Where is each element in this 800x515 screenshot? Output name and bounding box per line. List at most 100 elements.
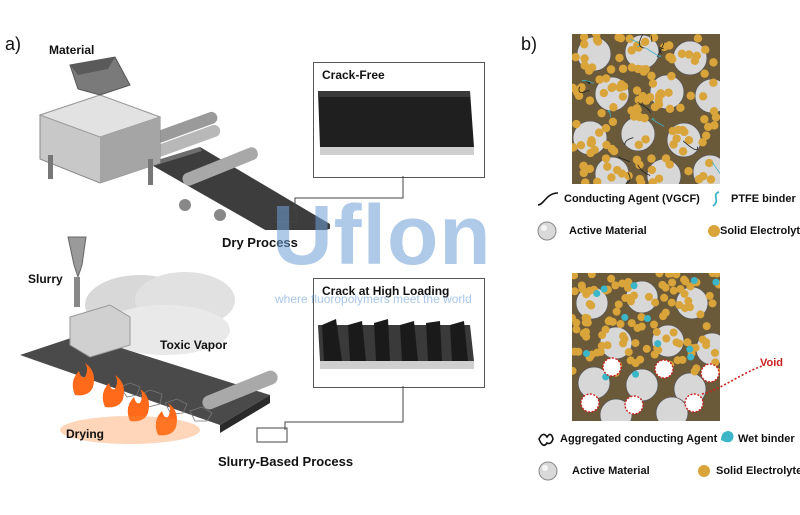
- electrolyte-particle: [648, 178, 657, 184]
- electrolyte-particle: [585, 300, 594, 309]
- electrolyte-particle: [669, 286, 678, 295]
- legend-solid-electrolyte-bottom: Solid Electrolyte: [716, 465, 800, 477]
- void-region: [624, 395, 644, 415]
- electrolyte-particle: [702, 322, 711, 331]
- electrolyte-particle: [705, 291, 714, 300]
- electrolyte-particle: [654, 174, 664, 183]
- electrolyte-particle: [635, 112, 644, 122]
- wet-binder-blob: [600, 285, 608, 293]
- electrolyte-particle: [709, 106, 719, 116]
- electrolyte-particle: [601, 123, 611, 133]
- electrolyte-particle: [627, 319, 636, 328]
- electrolyte-particle: [586, 148, 595, 158]
- toxic-vapor-label: Toxic Vapor: [160, 338, 228, 352]
- electrolyte-particle: [624, 171, 633, 181]
- electrolyte-particle: [684, 50, 694, 59]
- legend-ptfe-binder: PTFE binder: [731, 193, 796, 205]
- electrolyte-particle: [676, 103, 685, 113]
- electrolyte-particle: [656, 89, 665, 98]
- electrolyte-particle: [609, 103, 618, 112]
- legend-wet-binder: Wet binder: [738, 433, 795, 445]
- electrolyte-particle: [612, 307, 621, 316]
- electrolyte-particle: [614, 300, 623, 309]
- electrolyte-particle: [595, 128, 604, 137]
- electrolyte-particle: [572, 52, 580, 62]
- electrolyte-particle: [585, 164, 595, 174]
- electrolyte-particle: [587, 136, 596, 145]
- crack-free-inset: Crack-Free: [313, 62, 485, 178]
- electrolyte-particle: [634, 140, 644, 150]
- electrolyte-particle: [631, 339, 640, 348]
- electrolyte-particle: [616, 34, 626, 43]
- wet-microstructure-image: [572, 273, 720, 421]
- electrolyte-particle: [667, 71, 676, 81]
- electrolyte-particle: [601, 74, 611, 83]
- electrolyte-particle: [660, 42, 669, 52]
- electrolyte-particle: [617, 80, 626, 89]
- electrolyte-particle: [608, 82, 618, 92]
- electrolyte-particle: [673, 125, 683, 135]
- fiber-strand: [626, 172, 631, 184]
- electrolyte-particle: [579, 161, 588, 171]
- slurry-roller: [202, 370, 278, 410]
- electrolyte-particle: [572, 318, 581, 327]
- electrolyte-particle: [684, 167, 693, 176]
- electrolyte-particle: [650, 350, 659, 359]
- electrolyte-particle: [709, 78, 718, 87]
- wet-binder-blob: [643, 314, 651, 322]
- electrolyte-particle: [618, 64, 628, 73]
- electrolyte-particle: [708, 299, 717, 308]
- electrolyte-particle: [572, 287, 579, 296]
- electrolyte-particle: [701, 131, 711, 140]
- fiber-strand: [637, 164, 651, 176]
- electrolyte-particle: [608, 117, 618, 127]
- fiber-strand: [711, 161, 720, 175]
- solid-electrolyte-icon: [708, 225, 720, 237]
- electrolyte-particle: [667, 55, 677, 64]
- dry-electrode-sheet: [148, 147, 330, 230]
- electrolyte-particle: [577, 281, 586, 290]
- void-region: [602, 357, 622, 377]
- electrolyte-particle: [572, 119, 581, 129]
- electrolyte-particle: [651, 298, 660, 307]
- electrolyte-particle: [681, 304, 690, 313]
- slurry-coater-box: [69, 304, 131, 358]
- electrolyte-particle: [662, 334, 671, 343]
- fiber-strand: [645, 47, 662, 57]
- electrolyte-particle: [626, 296, 635, 305]
- solid-electrolyte-icon-bottom: [698, 465, 710, 477]
- void-region: [700, 363, 720, 383]
- electrolyte-particle: [580, 40, 589, 49]
- electrolyte-particle: [580, 54, 589, 63]
- electrolyte-particle: [580, 61, 589, 70]
- electrolyte-particle: [684, 135, 694, 145]
- electrolyte-particle: [620, 334, 629, 343]
- electrolyte-particle: [595, 75, 604, 84]
- electrolyte-particle: [603, 162, 612, 171]
- electrolyte-particle: [579, 168, 588, 178]
- electrolyte-particle: [574, 347, 583, 356]
- panel-a-letter: a): [5, 34, 22, 54]
- ptfe-binder-icon: [712, 191, 720, 207]
- electrolyte-particle: [639, 67, 648, 76]
- electrolyte-particle: [572, 143, 578, 152]
- electrolyte-particle: [650, 320, 659, 329]
- electrolyte-particle: [698, 92, 708, 101]
- fiber-strand: [651, 35, 653, 42]
- electrolyte-particle: [667, 298, 676, 307]
- electrolyte-particle: [660, 293, 669, 302]
- electrolyte-particle: [698, 138, 707, 147]
- electrolyte-particle: [631, 359, 640, 368]
- void-region: [654, 359, 674, 379]
- electrolyte-particle: [704, 158, 714, 168]
- electrolyte-particle: [597, 108, 606, 118]
- electrolyte-particle: [593, 177, 602, 184]
- electrolyte-particle: [709, 58, 718, 67]
- electrolyte-particle: [625, 34, 634, 43]
- dry-connector-line: [275, 176, 404, 223]
- electrolyte-particle: [572, 273, 579, 280]
- material-label: Material: [49, 43, 95, 57]
- electrolyte-particle: [677, 49, 687, 58]
- electrolyte-particle: [710, 348, 719, 357]
- electrolyte-particle: [618, 279, 627, 288]
